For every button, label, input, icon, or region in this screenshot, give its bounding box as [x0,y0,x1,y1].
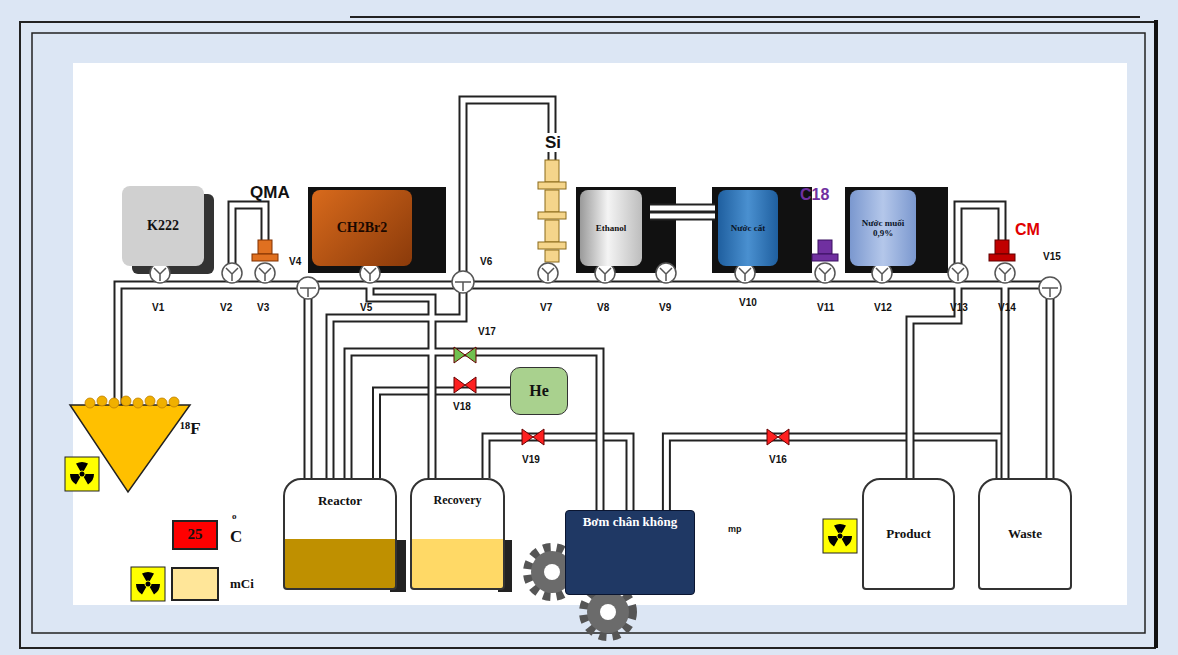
node-label: K222 [147,218,179,234]
node-label: Bơm chân không [583,515,678,530]
part-label: Si [543,133,563,152]
gear-symbol [584,588,632,636]
valve-label: V1 [152,303,164,313]
activity-box [172,568,218,600]
valve-label: V15 [1043,252,1061,262]
vessel: Recovery [410,478,505,590]
valve-label: V16 [769,455,787,465]
node-label: Product [886,527,931,542]
reagent-vial: K222 [122,186,204,266]
node-label: Nước muối 0,9% [854,218,912,239]
valve-label: V13 [950,303,968,313]
valve-label: V4 [289,257,301,267]
valve-label: V17 [478,327,496,337]
reagent-vial: CH2Br2 [312,190,412,266]
node-label: Ethanol [596,223,627,233]
valve-label: V8 [597,303,609,313]
c18-cartridge [812,240,838,261]
qma-cartridge [252,240,278,261]
reagent-vial: Nước muối 0,9% [850,190,916,266]
part-label: QMA [250,184,290,201]
radiation-symbol [131,567,165,601]
panel [73,63,1127,605]
vessel: Reactor [283,478,397,590]
radiation-symbol [65,457,99,491]
reagent-vial: Ethanol [580,190,642,266]
radiation-symbol [823,519,857,553]
node-label: Waste [1008,527,1042,542]
reagent-vial: Nước cất [718,190,778,266]
vessel: Product [862,478,955,590]
node-label: Nước cất [731,223,766,233]
tube-stroke [486,437,630,510]
valve-label: V9 [659,303,671,313]
part-label: C18 [800,187,829,203]
pinch-valves [454,347,789,445]
node-label: CH2Br2 [337,220,388,236]
part-label: CM [1015,222,1040,238]
node-label: Recovery [434,494,482,508]
part-label: mp [728,525,742,534]
si-cartridges [538,160,566,262]
valve-label: V12 [874,303,892,313]
valve-label: V2 [220,303,232,313]
valve-label: V10 [739,298,757,308]
valve-label: V3 [257,303,269,313]
vacuum-pump: Bơm chân không [565,510,695,595]
valve-label: V14 [998,303,1016,313]
node-label: Reactor [318,494,362,509]
part-label: o [232,512,237,521]
valve-label: V6 [480,257,492,267]
frame-line [1154,20,1158,648]
valves [150,263,1061,299]
frame-inner [32,33,1145,633]
tube-connector [486,437,630,510]
valve-label: V5 [360,303,372,313]
vessel: Waste [978,478,1072,590]
valve-label: V11 [817,303,834,313]
gas-tank: He [510,367,568,415]
valve-label: V18 [453,402,471,412]
tube-stroke [486,437,630,510]
part-label: mCi [230,577,254,590]
frame-line [350,16,1140,18]
node-label: He [529,382,549,400]
part-label: C [230,528,242,545]
temperature-display: 25 [172,520,218,550]
frame-outer [20,22,1155,648]
tubes [118,100,1050,510]
valve-label: V19 [522,455,540,465]
cm-cartridge [989,240,1015,261]
valve-label: V7 [540,303,552,313]
node-label: 25 [188,526,203,543]
part-label: ¹⁸F [180,420,201,437]
